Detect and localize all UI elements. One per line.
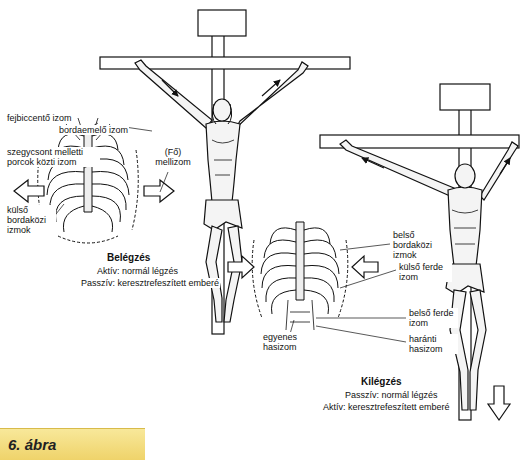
figure-caption: 6. ábra bbox=[0, 429, 145, 460]
part-label: bordaemelő izom bbox=[58, 125, 129, 135]
part-label: Passzív: keresztrefeszített emberé bbox=[80, 278, 220, 288]
part-label: külső ferde izom bbox=[398, 262, 452, 282]
part-label: haránti hasizom bbox=[408, 334, 458, 354]
part-label: Aktív: keresztrefeszített emberé bbox=[322, 402, 451, 412]
caption-box: 6. ábra bbox=[0, 428, 145, 460]
part-label: (Fő) mellizom bbox=[150, 147, 196, 167]
part-label: belső ferde izom bbox=[408, 308, 458, 328]
part-label: szegycsont melletti porcok közti izom bbox=[6, 147, 100, 167]
part-label: Kilégzés bbox=[360, 376, 403, 387]
part-label: külső bordaközi izmok bbox=[6, 205, 56, 235]
part-label: Aktív: normál légzés bbox=[96, 266, 179, 276]
part-label: Passzív: normál légzés bbox=[344, 390, 439, 400]
part-label: egyenes hasizom bbox=[262, 332, 312, 352]
part-label: Belégzés bbox=[106, 252, 151, 263]
part-label: fejbiccentő izom bbox=[6, 113, 73, 123]
part-label: belső bordaközi izmok bbox=[392, 230, 444, 260]
